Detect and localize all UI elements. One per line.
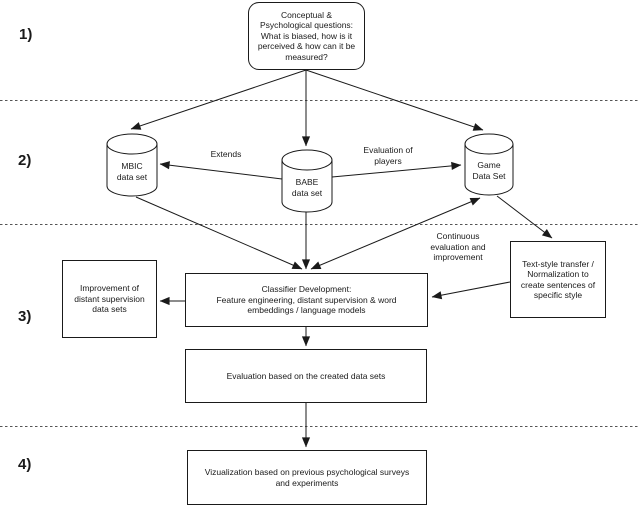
edge-questions-to-game [305, 69, 484, 131]
continuous-evaluation-edge-label: Continuous evaluation and improvement [430, 231, 486, 263]
edge-textstyle-to-classifier [431, 281, 511, 300]
extends-edge-label: Extends [210, 149, 242, 159]
babe-dataset-label: BABE data set [291, 177, 323, 198]
visualization-node: Vizualization based on previous psycholo… [187, 450, 427, 505]
textstyle-node: Text-style transfer / Normalization to c… [510, 241, 606, 318]
edge-questions-to-mbic [130, 69, 307, 130]
database-cylinders [106, 133, 514, 213]
edge-babe-extends-mbic [159, 161, 283, 180]
evaluation-of-players-edge-label: Evaluation of players [363, 145, 413, 166]
edge-mbic-to-classifier [135, 196, 303, 270]
classifier-node: Classifier Development: Feature engineer… [185, 273, 428, 327]
mbic-cylinder [106, 133, 158, 197]
section-label-4: 4) [18, 456, 32, 473]
edge-classifier-game-bidirectional [310, 197, 481, 270]
questions-node: Conceptual & Psychological questions: Wh… [248, 2, 365, 70]
game-cylinder [464, 133, 514, 196]
section-label-1: 1) [19, 26, 33, 43]
edge-babe-to-game [331, 161, 462, 178]
babe-cylinder [281, 149, 333, 213]
section-label-2: 2) [18, 152, 32, 169]
evaluation-node: Evaluation based on the created data set… [185, 349, 427, 403]
section-label-3: 3) [18, 308, 32, 325]
diagram-edges [130, 69, 553, 448]
edge-game-to-textstyle [496, 195, 553, 239]
improvement-node: Improvement of distant supervision data … [62, 260, 157, 338]
game-dataset-label: Game Data Set [472, 160, 506, 181]
mbic-dataset-label: MBIC data set [116, 161, 148, 182]
